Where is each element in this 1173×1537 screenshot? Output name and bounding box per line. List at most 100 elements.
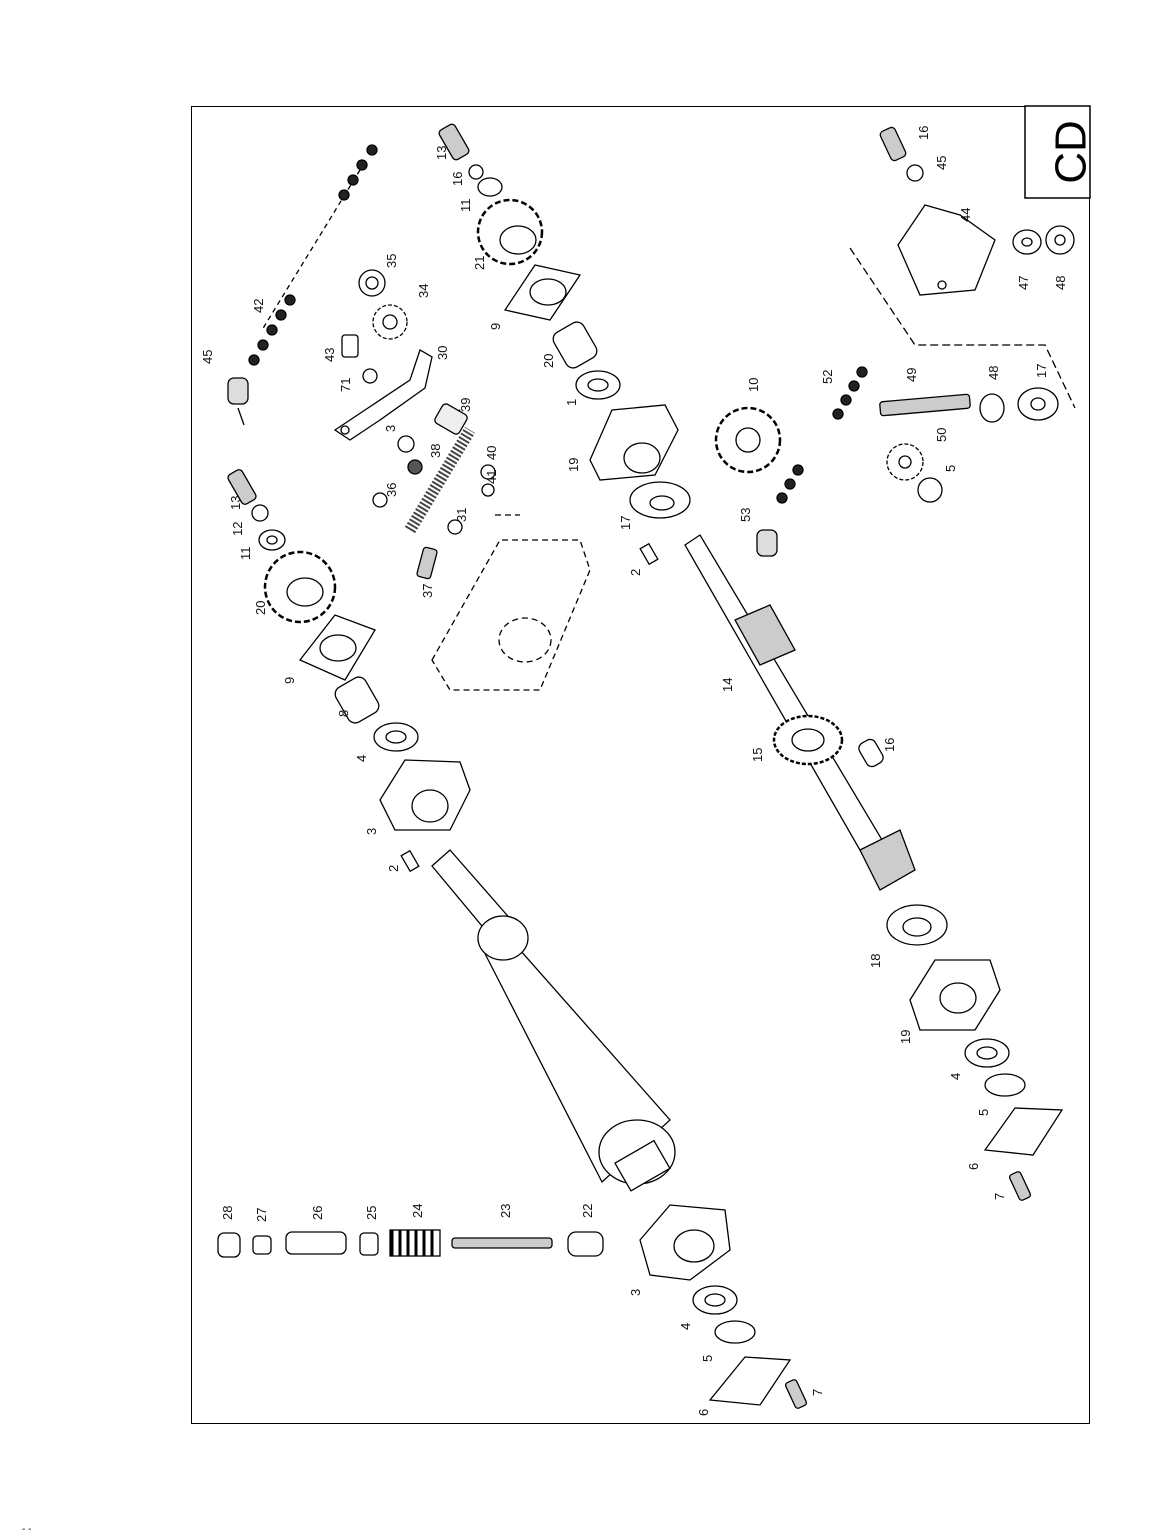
- circlip-5c: [715, 1321, 755, 1343]
- callout-48: 48: [986, 366, 1001, 380]
- bearing-1: [576, 371, 620, 399]
- callout-35: 35: [384, 254, 399, 268]
- key-2b: [640, 544, 658, 565]
- idler-sprocket: [373, 305, 407, 339]
- callout-43: 43: [322, 348, 337, 362]
- callout-20: 20: [253, 601, 268, 615]
- callout-23: 23: [498, 1204, 513, 1218]
- splined-shaft-14: [685, 535, 915, 890]
- housing-phantom: [432, 515, 590, 690]
- key-2a: [401, 851, 419, 872]
- callout-36: 36: [384, 483, 399, 497]
- master-link: [228, 378, 248, 425]
- callout-30: 30: [435, 346, 450, 360]
- callout-18: 18: [868, 954, 883, 968]
- callout-42: 42: [251, 299, 266, 313]
- idler-bearing: [359, 270, 385, 296]
- callout-47: 47: [1016, 276, 1031, 290]
- callout-11: 11: [458, 199, 473, 213]
- callout-17: 17: [1034, 364, 1049, 378]
- callout-7: 7: [810, 1389, 825, 1396]
- stud-49: [880, 394, 971, 416]
- callout-16: 16: [916, 126, 931, 140]
- bracket-44: [898, 205, 995, 295]
- cluster-gear-10: [716, 408, 780, 472]
- callout-3: 3: [364, 828, 379, 835]
- nut-25: [360, 1233, 378, 1255]
- callout-2: 2: [628, 569, 643, 576]
- callout-15: 15: [750, 748, 765, 762]
- washer-47: [1013, 230, 1041, 254]
- bushing-20b: [550, 319, 599, 371]
- bearing-block-19b: [910, 960, 1000, 1030]
- bearing-4a: [374, 723, 418, 751]
- cover-plate-6a: [985, 1108, 1062, 1155]
- washer-45b: [907, 165, 923, 181]
- bearing-block-3a: [380, 760, 470, 830]
- callout-34: 34: [416, 284, 431, 298]
- callout-17: 17: [618, 516, 633, 530]
- washer-11b: [478, 178, 502, 196]
- callout-26: 26: [310, 1206, 325, 1220]
- spring-tension-kit: [218, 1205, 807, 1409]
- callout-24: 24: [410, 1204, 425, 1218]
- callout-31: 31: [454, 508, 469, 522]
- callout-11: 11: [238, 547, 253, 561]
- callout-53: 53: [738, 508, 753, 522]
- feed-roller: [432, 850, 675, 1191]
- sprocket-21: [478, 200, 542, 264]
- callout-1: 1: [564, 399, 579, 406]
- washer-17b: [1018, 388, 1058, 420]
- callout-25: 25: [364, 1206, 379, 1220]
- callout-4: 4: [678, 1323, 693, 1330]
- footer-mark: - -: [22, 1524, 31, 1535]
- drive-shaft-assembly: [227, 468, 675, 1191]
- roller-chain: [249, 145, 377, 365]
- callout-13: 13: [434, 146, 449, 160]
- bearing-block-3c: [640, 1205, 730, 1280]
- sleeve-22: [568, 1232, 603, 1256]
- bearing-4b: [965, 1039, 1009, 1067]
- callout-10: 10: [746, 378, 761, 392]
- callout-5: 5: [943, 465, 958, 472]
- nut-48b: [1046, 226, 1074, 254]
- washer-11: [259, 530, 285, 550]
- bearing-block-19a: [590, 405, 678, 480]
- callout-22: 22: [580, 1204, 595, 1218]
- callout-39: 39: [458, 398, 473, 412]
- callout-71: 71: [338, 378, 353, 392]
- section-code-badge: CD: [1025, 106, 1096, 198]
- callout-12: 12: [230, 522, 245, 536]
- spring-24: [390, 1230, 440, 1256]
- callout-8: 8: [336, 710, 351, 717]
- callout-4: 4: [948, 1073, 963, 1080]
- callout-50: 50: [934, 428, 949, 442]
- callouts: 45 42 43 71 30 35 34 3 39 36 38 40 41 31…: [200, 126, 1068, 1416]
- callout-2: 2: [386, 865, 401, 872]
- callout-14: 14: [720, 678, 735, 692]
- washer-12: [252, 505, 268, 521]
- gear-15: [774, 716, 842, 764]
- flange-9b: [505, 265, 580, 320]
- callout-45: 45: [200, 350, 215, 364]
- callout-20: 20: [541, 354, 556, 368]
- arm-bolt: [342, 335, 377, 383]
- washer-27: [253, 1236, 271, 1254]
- cap-nut-28: [218, 1233, 240, 1257]
- callout-6: 6: [696, 1409, 711, 1416]
- callout-5: 5: [976, 1109, 991, 1116]
- callout-52: 52: [820, 370, 835, 384]
- threaded-rod-23: [452, 1238, 552, 1248]
- section-code: CD: [1047, 120, 1096, 184]
- callout-27: 27: [254, 1208, 269, 1222]
- callout-37: 37: [420, 584, 435, 598]
- callout-3: 3: [383, 425, 398, 432]
- callout-19: 19: [566, 458, 581, 472]
- callout-45: 45: [934, 156, 949, 170]
- nut-48a: [980, 394, 1004, 422]
- callout-41: 41: [484, 470, 499, 484]
- bushing-8: [332, 674, 381, 726]
- cover-plate-6b: [710, 1357, 790, 1405]
- screw-37: [416, 547, 437, 580]
